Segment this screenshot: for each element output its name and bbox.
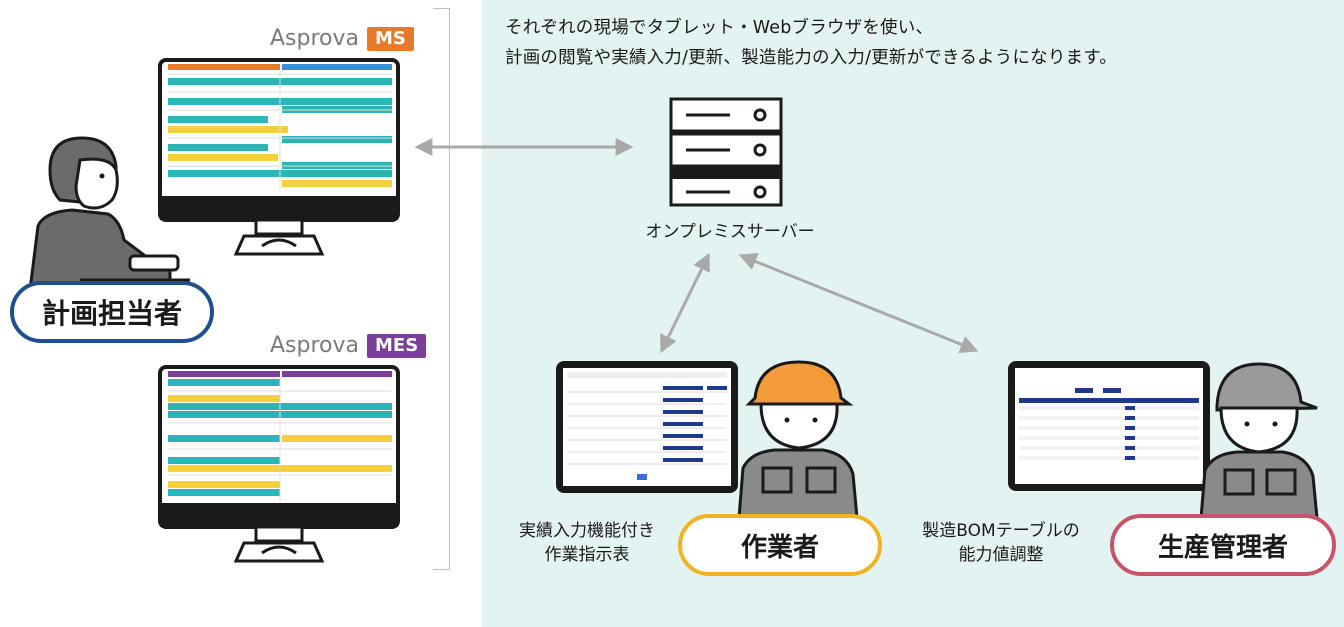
planner-label: 計画担当者 <box>41 297 182 330</box>
left-bracket-divider <box>433 8 450 570</box>
brand-tag-mes: MES <box>367 333 427 358</box>
brand-tag-ms: MS <box>367 26 414 51</box>
manager-caption-line-1: 製造BOMテーブルの <box>922 521 1080 541</box>
worker-caption-line-2: 作業指示表 <box>544 545 630 565</box>
description-line-1: それぞれの現場でタブレット・Webブラウザを使い、 <box>505 18 934 38</box>
brand-name: Asprova <box>270 26 359 51</box>
worker-label: 作業者 <box>740 532 819 563</box>
planner-label-pill: 計画担当者 <box>10 281 214 343</box>
tablet-icon <box>1008 361 1210 491</box>
arrow-server-manager <box>738 253 979 353</box>
monitor-icon <box>158 365 400 563</box>
description-line-2: 計画の閲覧や実績入力/更新、製造能力の入力/更新ができるようになります。 <box>505 48 1117 68</box>
worker-label-pill: 作業者 <box>678 514 882 576</box>
monitor-mes <box>158 365 400 565</box>
manager-caption-line-2: 能力値調整 <box>958 545 1044 565</box>
worker-caption: 実績入力機能付き 作業指示表 <box>502 519 672 567</box>
manager-caption: 製造BOMテーブルの 能力値調整 <box>896 519 1106 567</box>
manager-person-icon <box>1199 362 1319 518</box>
monitor-ms <box>158 58 400 258</box>
manager-label-pill: 生産管理者 <box>1110 514 1336 576</box>
tablet-icon <box>556 361 738 493</box>
manager-illustration <box>1005 358 1325 518</box>
planner-person-icon <box>20 130 190 290</box>
brand-name: Asprova <box>270 333 359 358</box>
monitor-icon <box>158 58 400 256</box>
manager-label: 生産管理者 <box>1157 532 1288 563</box>
arrow-server-worker <box>660 252 710 354</box>
worker-caption-line-1: 実績入力機能付き <box>519 521 655 541</box>
worker-illustration <box>553 358 863 518</box>
server-icon <box>668 96 784 208</box>
server-label: オンプレミスサーバー <box>645 222 815 242</box>
brand-mes: Asprova MES <box>270 333 427 358</box>
brand-ms: Asprova MS <box>270 26 414 51</box>
worker-person-icon <box>737 360 859 518</box>
